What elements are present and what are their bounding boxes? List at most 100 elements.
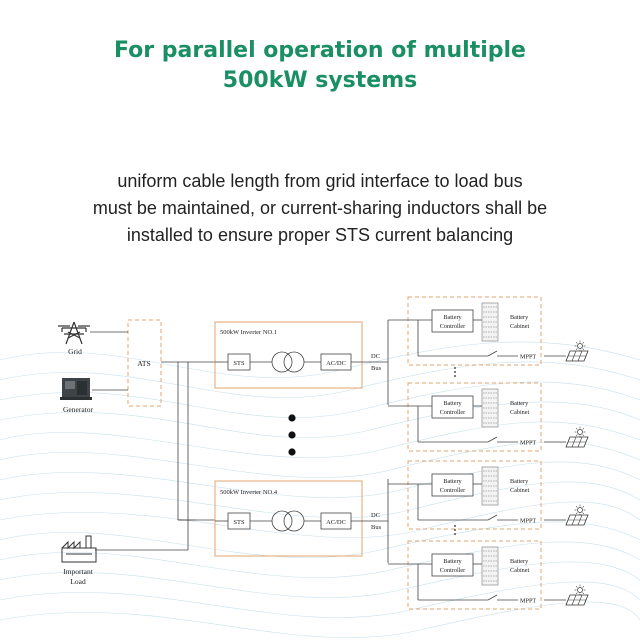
load-label-line-2: Load: [70, 577, 86, 586]
battery-rack-icon: [481, 546, 499, 586]
sts-label-1: STS: [233, 360, 245, 367]
inverter-4-title: 500kW Inverter NO.4: [220, 489, 278, 496]
battery-controller-label-1: Battery: [443, 314, 462, 321]
battery-rack-icon: [481, 466, 499, 506]
battery-cabinet-label-2: Cabinet: [510, 487, 530, 494]
battery-ellipsis-dot: [454, 371, 456, 373]
battery-unit-frame: [407, 540, 542, 610]
feeder-lines: [90, 331, 215, 551]
battery-cabinet-label-1: Battery: [510, 478, 529, 485]
battery-controller-box: [431, 395, 474, 419]
dc-bus-4-line-2: Bus: [371, 524, 382, 531]
battery-controller-box: [431, 553, 474, 577]
page-title: For parallel operation of multiple 500kW…: [0, 36, 640, 96]
battery-controller-label-1: Battery: [443, 400, 462, 407]
description-line-3: installed to ensure proper STS current b…: [126, 225, 514, 245]
ats-label: ATS: [137, 359, 150, 368]
sun-icon: [577, 343, 583, 349]
inverter-4: 500kW Inverter NO.4 STS AC/DC: [214, 480, 388, 557]
acdc-label-1: AC/DC: [326, 360, 346, 367]
mppt-switch: [487, 350, 498, 357]
sun-ray: [575, 341, 578, 344]
mppt-switch: [487, 594, 498, 601]
background-waves: [0, 341, 640, 638]
ats-box: [127, 319, 162, 407]
battery-ellipsis-dot: [454, 525, 456, 527]
sun-ray: [582, 341, 585, 344]
battery-cabinet-label-2: Cabinet: [510, 409, 530, 416]
dc-bus-1-line-2: Bus: [371, 365, 382, 372]
battery-ellipsis-dot: [454, 529, 456, 531]
sun-ray: [575, 512, 578, 515]
mppt-switch: [487, 514, 498, 521]
battery-controller-label-1: Battery: [443, 478, 462, 485]
mppt-label: MPPT: [520, 440, 536, 447]
mppt-switch: [487, 436, 498, 443]
sts-label-4: STS: [233, 519, 245, 526]
description: uniform cable length from grid interface…: [0, 168, 640, 249]
battery-cabinet-label-1: Battery: [510, 400, 529, 407]
battery-rack-body: [481, 466, 499, 506]
acdc-label-4: AC/DC: [326, 519, 346, 526]
solar-panel-icon: [565, 340, 589, 362]
mppt-label: MPPT: [520, 354, 536, 361]
inverter-1: 500kW Inverter NO.1 STS AC/DC: [214, 321, 388, 389]
solar-panel-icon: [565, 504, 589, 526]
solar-panel-icon: [565, 584, 589, 606]
inverter-1-title: 500kW Inverter NO.1: [220, 329, 277, 336]
factory-icon: [61, 535, 97, 563]
sun-ray: [582, 592, 585, 595]
battery-rack-body: [481, 302, 499, 342]
battery-unit-frame: [407, 382, 542, 452]
battery-ellipsis-dot: [454, 367, 456, 369]
mppt-label: MPPT: [520, 518, 536, 525]
battery-rack-icon: [481, 388, 499, 428]
battery-unit-frame: [407, 296, 542, 366]
sun-icon: [577, 507, 583, 513]
battery-ellipsis-dot: [454, 533, 456, 535]
battery-cabinet-label-2: Cabinet: [510, 567, 530, 574]
battery-ellipsis-dot: [454, 375, 456, 377]
sun-ray: [582, 512, 585, 515]
ellipsis-dots: [288, 414, 296, 456]
sun-ray: [575, 427, 578, 430]
battery-rack-body: [481, 546, 499, 586]
sun-ray: [582, 505, 585, 508]
load-label-line-1: Important: [63, 567, 93, 576]
battery-controller-label-2: Controller: [440, 409, 465, 416]
solar-panel-icon: [565, 426, 589, 448]
sun-ray: [575, 434, 578, 437]
sun-icon: [577, 587, 583, 593]
battery-controller-label-2: Controller: [440, 487, 465, 494]
sun-icon: [577, 429, 583, 435]
generator-icon: [60, 378, 92, 400]
title-line-2: 500kW systems: [222, 68, 418, 93]
battery-controller-label-2: Controller: [440, 323, 465, 330]
battery-controller-label-2: Controller: [440, 567, 465, 574]
battery-controller-label-1: Battery: [443, 558, 462, 565]
transformer-icon: [271, 510, 305, 532]
sun-ray: [575, 585, 578, 588]
dc-bus-1-line-1: DC: [371, 353, 380, 360]
description-line-2: must be maintained, or current-sharing i…: [92, 198, 548, 218]
sun-ray: [575, 505, 578, 508]
transformer-icon: [271, 351, 305, 373]
sun-ray: [582, 434, 585, 437]
battery-rack-icon: [481, 302, 499, 342]
battery-cabinet-label-1: Battery: [510, 558, 529, 565]
battery-cabinet-label-1: Battery: [510, 314, 529, 321]
mppt-label: MPPT: [520, 598, 536, 605]
system-diagram: Grid Generator ATS Important Load 500kW …: [0, 296, 640, 638]
sun-ray: [575, 592, 578, 595]
description-line-1: uniform cable length from grid interface…: [117, 171, 523, 191]
grid-label: Grid: [68, 347, 82, 356]
generator-label: Generator: [63, 405, 93, 414]
battery-controller-box: [431, 473, 474, 497]
battery-rack-body: [481, 388, 499, 428]
title-line-1: For parallel operation of multiple: [114, 38, 526, 63]
pylon-icon: [58, 321, 90, 345]
battery-unit-frame: [407, 460, 542, 530]
